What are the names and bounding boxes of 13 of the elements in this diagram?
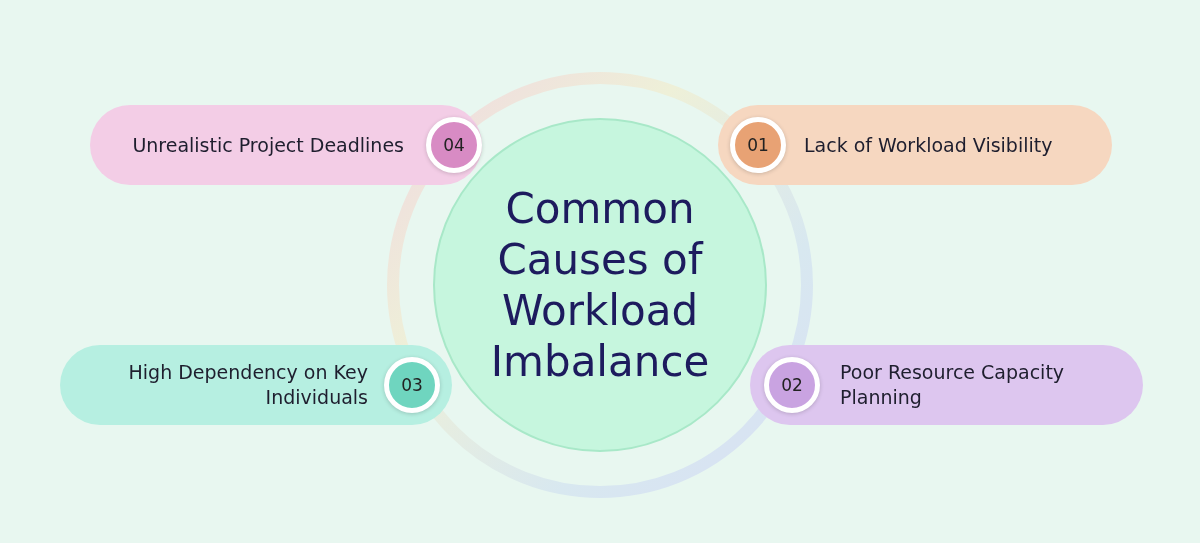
number-badge: 03	[384, 357, 440, 413]
cause-pill	[718, 105, 1112, 185]
cause-label: High Dependency on Key Individuals	[127, 360, 368, 410]
cause-pill	[60, 345, 452, 425]
cause-label: Unrealistic Project Deadlines	[131, 132, 404, 158]
title-text: Common Causes of Workload Imbalance	[489, 183, 711, 387]
number-badge: 04	[426, 117, 482, 173]
cause-label: Lack of Workload Visibility	[804, 132, 1054, 158]
number-badge: 01	[730, 117, 786, 173]
cause-pill	[90, 105, 482, 185]
cause-label: Poor Resource Capacity Planning	[840, 360, 1066, 410]
cause-pill	[750, 345, 1143, 425]
number-badge: 02	[764, 357, 820, 413]
